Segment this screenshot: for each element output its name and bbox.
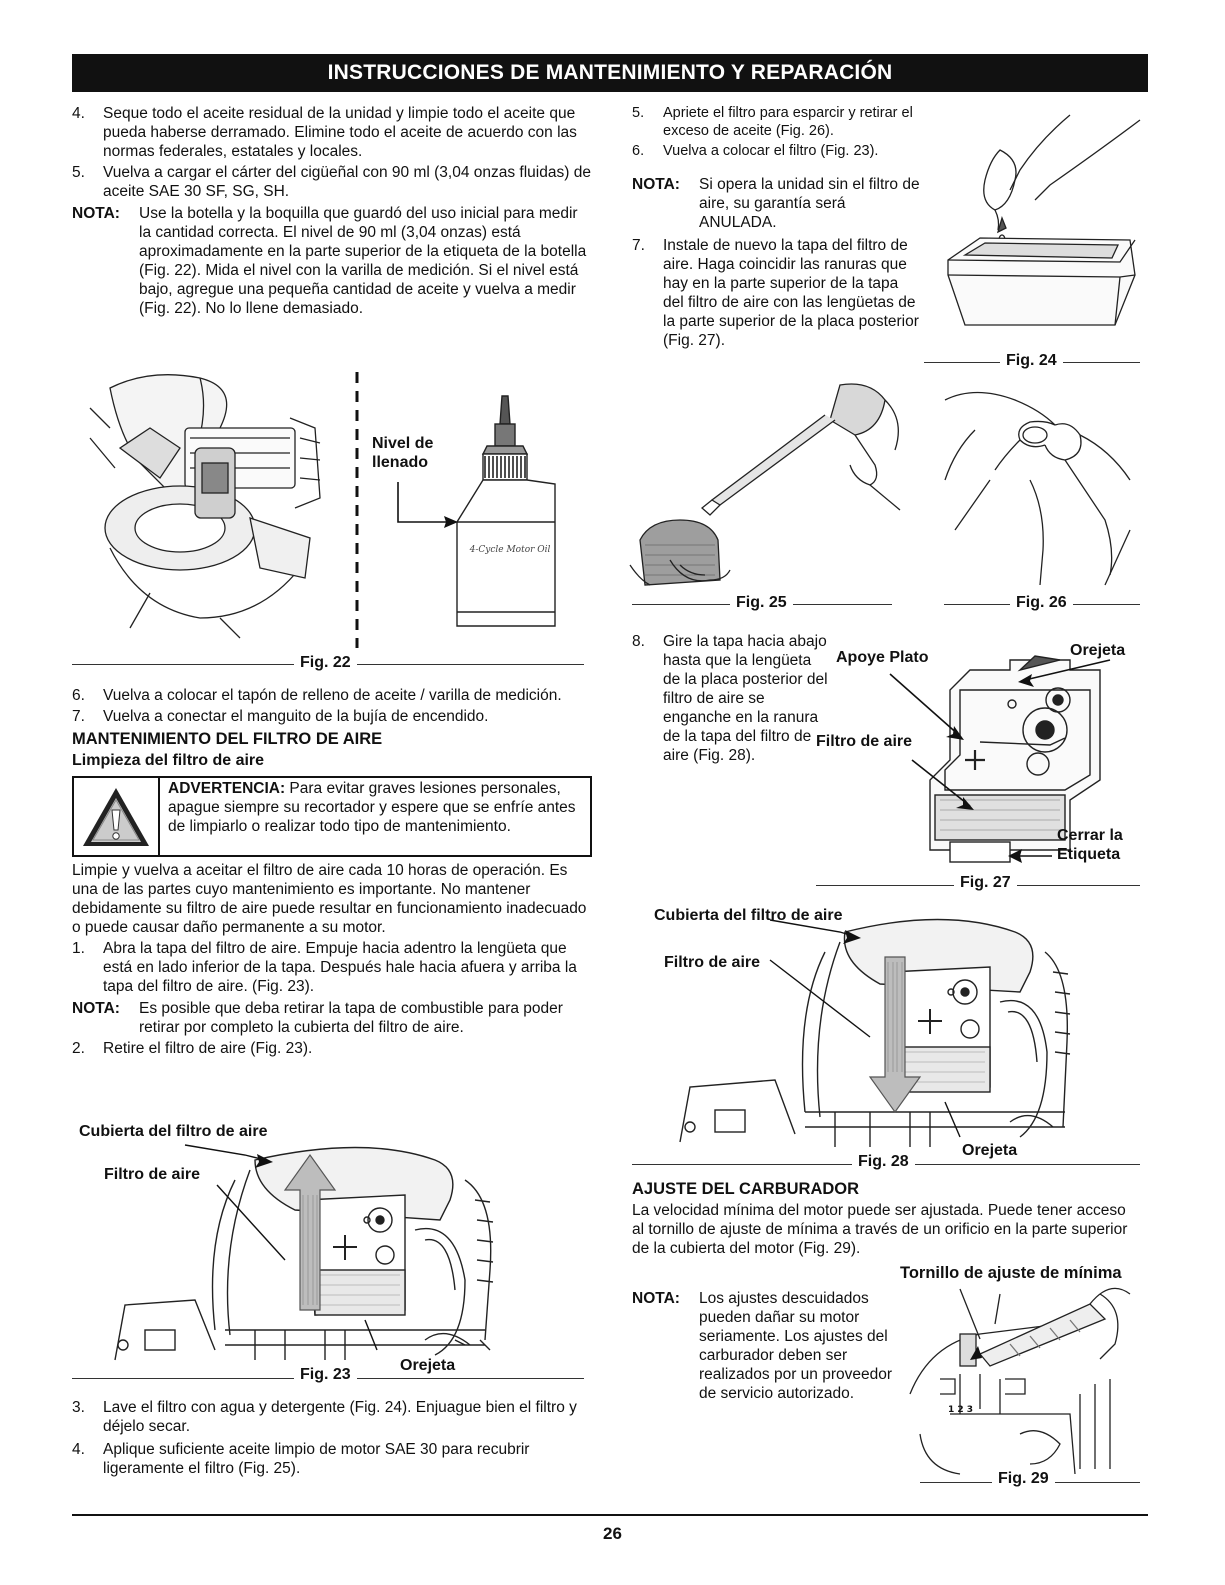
note-warranty: NOTA:Si opera la unidad sin el filtro de… xyxy=(632,176,920,231)
left-column-top: 4.Seque todo el aceite residual de la un… xyxy=(72,104,592,318)
fig25-label: Fig. 25 xyxy=(730,594,793,612)
fig22-engine-illustration xyxy=(89,374,321,639)
left-column-bottom: 3.Lave el filtro con agua y detergente (… xyxy=(72,1398,592,1478)
fig29-label: Fig. 29 xyxy=(992,1470,1055,1488)
warning-box: ADVERTENCIA: Para evitar graves lesiones… xyxy=(72,776,592,857)
list-item: 4.Aplique suficiente aceite limpio de mo… xyxy=(72,1441,530,1477)
fig23-label: Fig. 23 xyxy=(294,1366,357,1384)
fig27-label: Fig. 27 xyxy=(954,874,1017,892)
fig27-apoye-callout: Apoye Plato xyxy=(836,649,929,666)
list-item: 6.Vuelva a colocar el filtro (Fig. 23). xyxy=(632,143,879,159)
fig25-oil-filter-illustration xyxy=(629,383,901,586)
page-header: INSTRUCCIONES DE MANTENIMIENTO Y REPARAC… xyxy=(72,54,1148,92)
fig27-cerrar-callout: Cerrar la Etiqueta xyxy=(1057,827,1123,863)
warning-icon-cell xyxy=(74,778,160,855)
list-item: 7.Instale de nuevo la tapa del filtro de… xyxy=(632,237,919,349)
paragraph-carburetor: La velocidad mínima del motor puede ser … xyxy=(632,1202,1128,1257)
bottle-label: 4-Cycle Motor Oil xyxy=(469,545,551,555)
oil-bottle-illustration xyxy=(456,395,556,627)
fig24-label: Fig. 24 xyxy=(1000,352,1063,370)
list-item: 7.Vuelva a conectar el manguito de la bu… xyxy=(72,708,489,725)
warning-triangle-icon xyxy=(83,787,149,846)
note-oil-level: NOTA:Use la botella y la boquilla que gu… xyxy=(72,205,587,317)
fig24-wash-illustration xyxy=(947,114,1141,326)
list-item: 8.Gire la tapa hacia abajo hasta que la … xyxy=(632,633,828,764)
fig27-backplate-illustration xyxy=(889,655,1111,863)
note-fuel-cap: NOTA:Es posible que deba retirar la tapa… xyxy=(72,1000,563,1036)
paragraph-clean-filter: Limpie y vuelva a aceitar el filtro de a… xyxy=(72,862,587,936)
list-item: 3.Lave el filtro con agua y detergente (… xyxy=(72,1399,577,1435)
idle-screw-callout: Tornillo de ajuste de mínima xyxy=(900,1264,1122,1282)
right-carburetor-section: AJUSTE DEL CARBURADOR La velocidad mínim… xyxy=(632,1180,1142,1258)
subsection-heading-cleaning: Limpieza del filtro de aire xyxy=(72,752,265,769)
list-item: 4.Seque todo el aceite residual de la un… xyxy=(72,105,577,160)
list-item: 5.Apriete el filtro para esparcir y reti… xyxy=(632,105,913,139)
footer-rule xyxy=(72,1514,1148,1516)
fig28-filtro-callout: Filtro de aire xyxy=(664,954,761,971)
right-column-top: 5.Apriete el filtro para esparcir y reti… xyxy=(632,104,932,160)
fig29-digits: 1 2 3 xyxy=(948,1405,973,1415)
fig28-orejeta-callout: Orejeta xyxy=(962,1142,1018,1159)
list-item: 2.Retire el filtro de aire (Fig. 23). xyxy=(72,1040,313,1057)
section-heading-carburetor: AJUSTE DEL CARBURADOR xyxy=(632,1180,860,1198)
right-column-notes: NOTA:Si opera la unidad sin el filtro de… xyxy=(632,172,922,350)
list-item: 6.Vuelva a colocar el tapón de relleno d… xyxy=(72,687,562,704)
page-number: 26 xyxy=(603,1524,622,1543)
fig23-orejeta-callout: Orejeta xyxy=(400,1357,456,1374)
fig28-cubierta-callout: Cubierta del filtro de aire xyxy=(654,907,843,924)
fig28-air-filter-illustration xyxy=(679,918,1071,1147)
right-step8: 8.Gire la tapa hacia abajo hasta que la … xyxy=(632,632,828,765)
fig27-filtro-callout: Filtro de aire xyxy=(816,733,913,750)
fig22-label: Fig. 22 xyxy=(294,654,357,672)
note-carb-adjust: NOTA:Los ajustes descuidados pueden daña… xyxy=(632,1290,893,1402)
section-heading-air-filter: MANTENIMIENTO DEL FILTRO DE AIRE xyxy=(72,730,383,748)
fig29-carburetor-illustration: 1 2 3 xyxy=(909,1287,1131,1475)
fig28-label: Fig. 28 xyxy=(852,1153,915,1171)
left-column-middle: 6.Vuelva a colocar el tapón de relleno d… xyxy=(72,686,592,1058)
fig26-label: Fig. 26 xyxy=(1010,594,1073,612)
header-title: INSTRUCCIONES DE MANTENIMIENTO Y REPARAC… xyxy=(327,61,893,84)
list-item: 5.Vuelva a cargar el cárter del cigüeñal… xyxy=(72,164,591,200)
fig23-filtro-callout: Filtro de aire xyxy=(104,1166,201,1183)
fig23-air-filter-illustration xyxy=(114,1144,494,1361)
fig26-squeeze-illustration xyxy=(944,391,1131,586)
note-carburetor: NOTA:Los ajustes descuidados pueden daña… xyxy=(632,1286,904,1403)
fig23-cubierta-callout: Cubierta del filtro de aire xyxy=(79,1123,268,1140)
fill-level-callout: Nivel de llenado xyxy=(372,435,434,471)
fig22-dashed-divider xyxy=(355,372,359,648)
list-item: 1.Abra la tapa del filtro de aire. Empuj… xyxy=(72,940,577,995)
warning-text: ADVERTENCIA: Para evitar graves lesiones… xyxy=(168,780,576,835)
fig27-orejeta-callout: Orejeta xyxy=(1070,642,1126,659)
fill-level-arrow xyxy=(397,482,458,528)
